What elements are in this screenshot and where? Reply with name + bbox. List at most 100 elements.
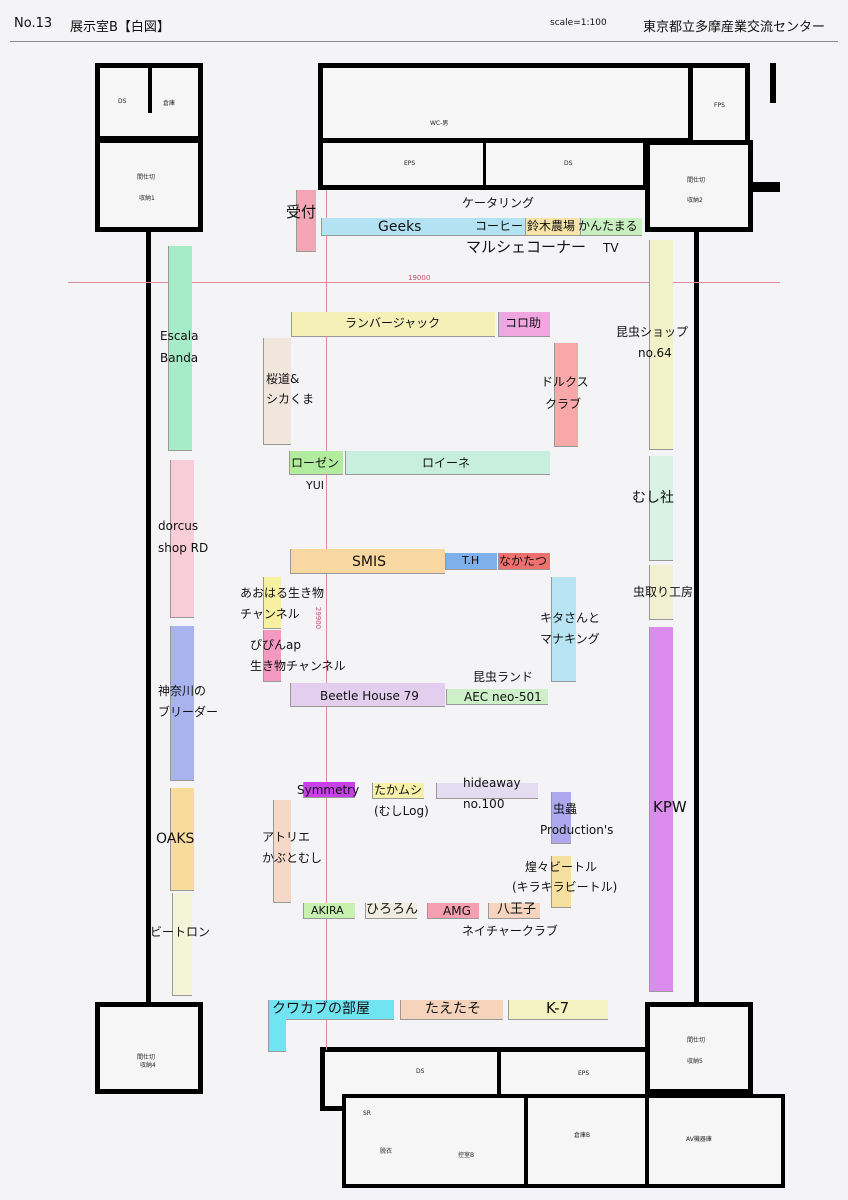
room-partition-2 [645,140,753,232]
room-label: 収納1 [139,195,155,202]
booth-kantamaru [580,218,642,236]
booth-suzuki [525,218,580,236]
room-label: WC-男 [430,120,449,127]
booth-label-dorcus-club: ドルクス [541,375,589,389]
room-label: 収納2 [687,197,703,204]
booth-label-kitasan: キタさんと [540,611,601,625]
room-partition-5 [645,1002,753,1094]
booth-label-korosuke: コロ助 [505,316,542,330]
booth-label-kpw: KPW [653,798,687,816]
room-label: 控室B [458,1152,475,1159]
booth-akira [303,903,355,919]
booth-smis [290,549,445,574]
booth-label-k7: K-7 [546,999,570,1017]
booth-label-pipin: ぴぴんap [250,638,301,652]
booth-label-escala: Escala [160,329,199,343]
booth-label-sakuramichi: 桜道& [266,372,300,386]
booth-symmetry [303,782,355,798]
booth-label-beetlehouse: Beetle House 79 [320,689,419,703]
booth-hideaway [436,783,538,799]
booth-mushimushi [551,792,571,844]
booth-hiroron [365,903,417,919]
booth-label-mushimushi: 虫蟲 [553,802,578,816]
booth-label-mushimushi: Production's [540,823,614,837]
booth-kpw [649,627,673,992]
booth-kitasan [551,577,576,682]
booth-sakuramichi [263,338,291,445]
plan-title: 展示室B【白図】 [70,20,170,35]
booth-aoharu [263,577,281,629]
booth-label-takamushi: たかムシ [374,783,423,797]
booth-label-lumberjack: ランバージャック [345,316,441,330]
booth-label-hachioji: 八王子 [497,902,537,917]
booth-kirakira [551,856,571,908]
booth-oaks [170,788,194,891]
booth-label-rosen: YUI [306,479,325,492]
booth-th [445,553,497,570]
booth-mushisha [649,456,673,561]
booth-shop64 [649,240,673,450]
room-label: 脱衣 [380,1148,393,1155]
booth-label-hiroron: ひろろん [366,902,419,917]
room-label: 間仕切 [687,177,706,184]
room-label: 倉庫B [574,1132,591,1139]
room-label: 倉庫 [163,100,176,107]
booth-takamushi [372,783,424,799]
room-label: EPS [404,160,416,167]
wall [770,63,776,103]
booth-label-pipin: 生き物チャンネル [250,659,346,673]
booth-roine [345,451,550,475]
booth-label-mushisha: むし社 [632,490,674,506]
booth-label-kanagawa: ブリーダー [158,705,219,719]
booth-label-beetron: ビートロン [150,925,211,939]
booth-label-geeks: Geeks [378,219,422,235]
booth-label-geeks: コーヒー [475,219,524,233]
booth-label-shop64: 昆虫ショップ [616,325,689,339]
booth-label-atelier: アトリエ [262,830,311,844]
booth-beetron [172,893,192,996]
booth-beetlehouse [290,683,445,707]
booth-lumberjack [291,312,495,337]
booth-mushitori [649,565,673,620]
plan-number: No.13 [14,16,53,31]
wall [497,1047,501,1111]
booth-aec [446,689,548,705]
booth-k7 [508,1000,608,1020]
booth-atelier [273,800,291,903]
booth-dorcus [170,460,194,618]
booth-kanagawa [170,626,194,781]
booth-rosen [289,451,343,475]
booth-label-dorcus: dorcus [158,519,199,533]
room-label: DS [416,1068,425,1075]
hall-wall-right [694,232,699,1002]
booth-hachioji [488,903,540,919]
dimension-line-width [68,282,780,283]
booth-label-kirakira: (キラキラビートル) [512,880,618,894]
booth-label-aoharu: チャンネル [240,607,300,621]
booth-geeks [321,218,525,236]
room-label: DS [118,98,127,105]
room-label: 間仕切 [687,1037,706,1044]
booth-label-th: T.H [462,554,480,567]
booth-label-hachioji: ネイチャークラブ [462,924,558,938]
header-divider [10,41,838,42]
dimension-width-label: 19000 [408,274,431,282]
booth-label-hideaway: no.100 [463,797,505,811]
booth-label-suzuki: 鈴木農場 [527,219,576,233]
room-label: 収納5 [687,1058,703,1065]
booth-label-dorcus-club: クラブ [545,397,582,411]
zone-marche: マルシェコーナー [466,238,587,256]
room-waiting-b [342,1094,528,1188]
booth-label-hideaway: hideaway [463,776,521,790]
dimension-line-height [326,190,327,1050]
booth-label-kirakira: 煌々ビートル [525,860,598,874]
room-label: AV機器庫 [686,1136,712,1143]
booth-label-uketsuke: 受付 [286,203,317,221]
zone-tv: TV [603,241,619,255]
booth-pipin [263,630,281,682]
booth-uketsuke [296,190,316,252]
room-label: 間仕切 [137,1054,156,1061]
booth-label-symmetry: Symmetry [297,783,360,797]
room-label: SR [363,1110,371,1117]
room-label: 間仕切 [137,174,156,181]
